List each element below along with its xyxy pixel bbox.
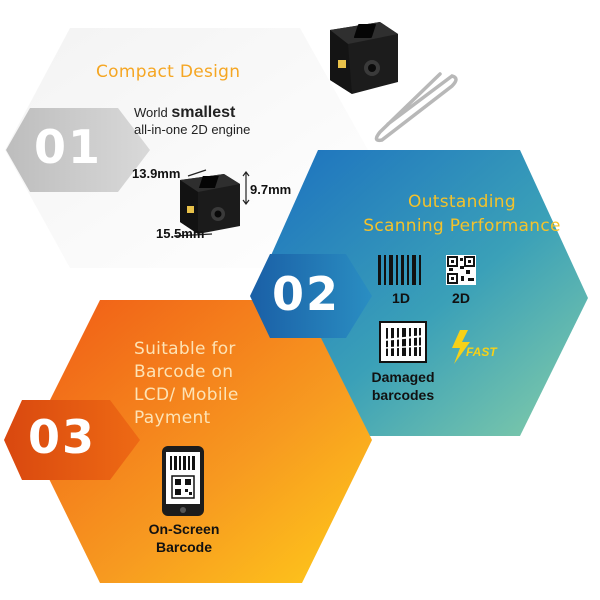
lightning-icon xyxy=(452,330,470,364)
tagline-bold: smallest xyxy=(171,104,236,121)
feature-03-title-line4: Payment xyxy=(134,408,211,428)
label-1d: 1D xyxy=(392,290,410,306)
label-on-screen-barcode: On-Screen Barcode xyxy=(132,520,236,556)
tagline-prefix: World xyxy=(134,105,172,120)
feature-02-title-line1: Outstanding xyxy=(408,192,516,212)
tagline-line2: all-in-one 2D engine xyxy=(134,122,251,137)
feature-02-title-line2: Scanning Performance xyxy=(363,216,561,236)
dimension-height: 9.7mm xyxy=(250,182,292,197)
dimension-lines xyxy=(173,169,250,237)
number-tab-03 xyxy=(4,400,140,480)
label-damaged-barcodes: Damaged barcodes xyxy=(358,368,448,404)
hexagon-01 xyxy=(5,28,368,268)
feature-03-title: Suitable for Barcode on LCD/ Mobile Paym… xyxy=(134,338,239,430)
paperclip-icon xyxy=(374,72,458,143)
label-damaged-line1: Damaged xyxy=(371,369,435,385)
damaged-barcode-icon xyxy=(379,321,427,363)
label-damaged-line2: barcodes xyxy=(371,387,435,403)
scanner-module-small-icon xyxy=(180,174,240,234)
label-on-screen-line1: On-Screen xyxy=(148,521,220,537)
feature-03-title-line3: LCD/ Mobile xyxy=(134,385,239,405)
feature-03-title-line1: Suitable for xyxy=(134,339,236,359)
smartphone-icon xyxy=(162,446,204,516)
dimension-width: 13.9mm xyxy=(132,166,181,181)
feature-01-tagline: World smallest all-in-one 2D engine xyxy=(134,104,250,138)
label-fast: FAST xyxy=(466,345,497,359)
feature-03-title-line2: Barcode on xyxy=(134,362,234,382)
feature-02-number: 02 xyxy=(272,267,341,321)
hexagon-02 xyxy=(252,150,588,436)
barcode-1d-icon xyxy=(378,255,421,285)
hexagon-03 xyxy=(30,300,372,583)
feature-01-number: 01 xyxy=(34,120,103,174)
dimension-length: 15.5mm xyxy=(156,226,205,241)
feature-03-number: 03 xyxy=(28,410,97,464)
number-tab-02 xyxy=(250,254,372,338)
scanner-module-icon xyxy=(330,22,398,94)
feature-01-title: Compact Design xyxy=(96,62,241,82)
number-tab-01 xyxy=(6,108,150,192)
label-on-screen-line2: Barcode xyxy=(155,539,213,555)
label-2d: 2D xyxy=(452,290,470,306)
feature-02-title: Outstanding Scanning Performance xyxy=(352,190,572,238)
qr-code-icon xyxy=(446,255,476,285)
